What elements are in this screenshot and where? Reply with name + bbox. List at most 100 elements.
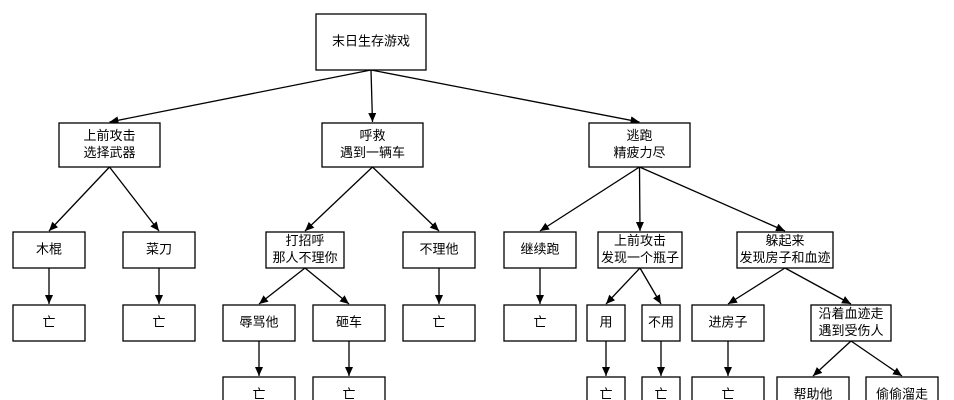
edge-follow-blood-to-help-him xyxy=(812,340,852,377)
node-box xyxy=(586,304,626,342)
node-not-use: 不用 xyxy=(641,304,681,342)
node-label: 木棍 xyxy=(36,243,62,258)
node-insult: 辱骂他 xyxy=(222,304,296,342)
node-box xyxy=(321,122,424,168)
node-label: 发现房子和血迹 xyxy=(739,250,830,266)
edge-root-to-shout xyxy=(368,69,377,123)
node-label: 继续跑 xyxy=(520,243,559,258)
nodes: 末日生存游戏上前攻击选择武器呼救遇到一辆车逃跑精疲力尽木棍菜刀打招呼那人不理你不… xyxy=(12,13,939,400)
node-label: 亡 xyxy=(42,316,55,331)
node-box xyxy=(122,231,196,269)
node-label: 亡 xyxy=(533,316,546,331)
node-label: 末日生存游戏 xyxy=(332,35,410,50)
node-root: 末日生存游戏 xyxy=(315,13,427,71)
node-label: 不用 xyxy=(648,316,674,331)
node-box xyxy=(312,376,386,400)
edge-hide-to-follow-blood xyxy=(784,267,852,305)
node-dead-running: 亡 xyxy=(503,304,577,342)
edge-shout-to-greet xyxy=(304,166,373,232)
node-dead-house: 亡 xyxy=(691,376,765,400)
node-label: 亡 xyxy=(152,316,165,331)
node-smash-car: 砸车 xyxy=(312,304,386,342)
node-help-him: 帮助他 xyxy=(776,376,850,400)
node-box xyxy=(641,304,681,342)
edge-attack-bottle-to-use xyxy=(605,267,641,305)
node-dead-not-use: 亡 xyxy=(641,376,681,400)
node-dead-knife: 亡 xyxy=(122,304,196,342)
node-label: 亡 xyxy=(721,388,734,400)
edge-escape-to-hide xyxy=(639,166,786,232)
node-label: 发现一个瓶子 xyxy=(601,250,679,266)
edges xyxy=(45,69,903,377)
node-box xyxy=(315,13,427,71)
node-label: 不理他 xyxy=(419,243,458,258)
node-dead-ignore: 亡 xyxy=(402,304,476,342)
node-box xyxy=(265,231,345,269)
edge-attack-to-wood-stick xyxy=(48,166,110,232)
node-box xyxy=(865,376,939,400)
node-dead-use: 亡 xyxy=(586,376,626,400)
node-label: 选择武器 xyxy=(83,146,135,161)
node-dead-insult: 亡 xyxy=(222,376,296,400)
node-label: 辱骂他 xyxy=(239,316,278,331)
node-box xyxy=(222,304,296,342)
node-label: 逃跑 xyxy=(626,129,652,144)
node-label: 用 xyxy=(599,316,612,331)
edge-attack-bottle-to-not-use xyxy=(639,267,662,305)
node-label: 菜刀 xyxy=(146,243,172,258)
node-box xyxy=(12,231,86,269)
node-box xyxy=(222,376,296,400)
node-label: 亡 xyxy=(432,316,445,331)
edge-greet-to-insult xyxy=(258,267,306,305)
node-dead-stick: 亡 xyxy=(12,304,86,342)
node-label: 沿着血迹走 xyxy=(818,306,883,322)
node-label: 精疲力尽 xyxy=(613,145,665,161)
node-dead-smash: 亡 xyxy=(312,376,386,400)
edge-greet-to-smash-car xyxy=(304,267,350,305)
node-kitchen-knife: 菜刀 xyxy=(122,231,196,269)
node-enter-house: 进房子 xyxy=(691,304,765,342)
edge-shout-to-ignore-him xyxy=(372,166,440,232)
node-label: 躲起来 xyxy=(765,233,804,249)
edge-hide-to-enter-house xyxy=(727,267,786,305)
node-box xyxy=(122,304,196,342)
node-label: 那人不理你 xyxy=(272,251,337,266)
node-box xyxy=(12,304,86,342)
node-label: 偷偷溜走 xyxy=(876,388,928,400)
node-ignore-him: 不理他 xyxy=(402,231,476,269)
node-keep-running: 继续跑 xyxy=(503,231,577,269)
node-box xyxy=(402,304,476,342)
node-sneak-away: 偷偷溜走 xyxy=(865,376,939,400)
node-box xyxy=(736,231,834,269)
node-box xyxy=(776,376,850,400)
node-label: 呼救 xyxy=(359,128,385,144)
node-label: 亡 xyxy=(342,388,355,400)
node-label: 遇到一辆车 xyxy=(340,145,405,161)
edge-attack-to-kitchen-knife xyxy=(108,166,160,232)
node-label: 打招呼 xyxy=(285,234,324,249)
node-box xyxy=(691,376,765,400)
edge-escape-to-keep-running xyxy=(539,166,640,232)
node-label: 亡 xyxy=(599,388,612,400)
node-label: 进房子 xyxy=(708,315,747,331)
node-box xyxy=(503,304,577,342)
node-label: 砸车 xyxy=(336,315,362,331)
node-use: 用 xyxy=(586,304,626,342)
node-box xyxy=(402,231,476,269)
edge-root-to-escape xyxy=(370,69,640,125)
node-wood-stick: 木棍 xyxy=(12,231,86,269)
node-box xyxy=(641,376,681,400)
node-box xyxy=(588,122,691,168)
node-box xyxy=(810,304,892,342)
node-box xyxy=(58,122,161,168)
node-box xyxy=(503,231,577,269)
edge-escape-to-attack-bottle xyxy=(635,166,644,232)
node-box xyxy=(597,231,683,269)
